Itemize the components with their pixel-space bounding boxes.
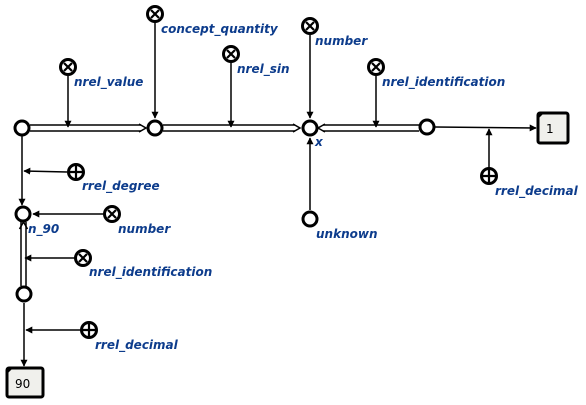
edge-node4-link1 — [434, 124, 537, 132]
node-root[interactable] — [13, 119, 31, 137]
label-nrel-value: nrel_value — [74, 75, 143, 90]
label-unknown: unknown — [316, 227, 377, 241]
class-node-concept-quantity[interactable] — [146, 5, 164, 23]
class-node-number-left[interactable] — [103, 205, 121, 223]
label-number-left: number — [118, 222, 171, 236]
edge-node1-node2-head — [138, 123, 148, 133]
node-x[interactable] — [301, 119, 319, 137]
link-node-1-text: 1 — [546, 122, 554, 136]
label-rrel-degree: rrel_degree — [82, 179, 160, 194]
label-n-90: n_90 — [28, 222, 59, 237]
label-nrel-identification-left: nrel_identification — [89, 265, 212, 280]
label-concept-quantity: concept_quantity — [161, 22, 279, 37]
edge-node2-x-head — [292, 123, 302, 133]
link-node-1[interactable]: 1 — [536, 111, 570, 145]
node-quantity[interactable] — [146, 119, 164, 137]
class-node-number-top[interactable] — [301, 17, 319, 35]
node-identifier-top[interactable] — [418, 118, 436, 136]
label-rrel-decimal-right: rrel_decimal — [495, 184, 579, 199]
edge-rrel-degree — [23, 167, 68, 175]
class-node-nrel-identification-top[interactable] — [367, 58, 385, 76]
label-nrel-sin: nrel_sin — [237, 62, 290, 77]
role-node-rrel-degree[interactable] — [67, 163, 85, 181]
role-node-rrel-decimal-left[interactable] — [80, 321, 98, 339]
labels: concept_quantity nrel_value nrel_sin num… — [28, 22, 579, 353]
node-n-90[interactable] — [14, 205, 32, 223]
label-nrel-identification-top: nrel_identification — [382, 75, 505, 90]
link-node-90[interactable]: 90 — [5, 366, 45, 399]
nodes: 1 90 — [5, 5, 570, 399]
label-x: x — [314, 135, 324, 149]
connector-edges — [18, 22, 537, 367]
class-node-nrel-value[interactable] — [59, 58, 77, 76]
label-rrel-decimal-left: rrel_decimal — [95, 338, 179, 353]
class-node-nrel-sin[interactable] — [222, 45, 240, 63]
class-node-nrel-identification-left[interactable] — [74, 249, 92, 267]
edge-node4-x-head — [316, 123, 326, 133]
label-number-top: number — [315, 34, 368, 48]
link-node-90-text: 90 — [15, 377, 30, 391]
node-unknown[interactable] — [301, 210, 319, 228]
role-node-rrel-decimal-right[interactable] — [480, 167, 498, 185]
node-identifier-left[interactable] — [15, 285, 33, 303]
